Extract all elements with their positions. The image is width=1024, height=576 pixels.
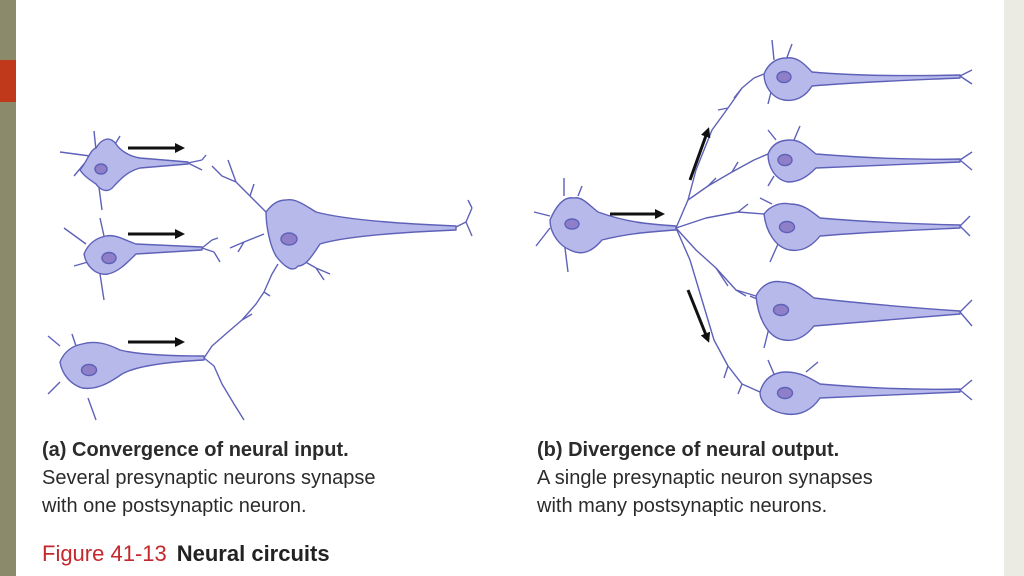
caption-convergence: (a) Convergence of neural input. Several… [42, 436, 482, 520]
figure-label: Figure 41-13 Neural circuits [42, 541, 330, 567]
presynaptic-neuron-2 [63, 217, 221, 301]
caption-divergence-line-1: A single presynaptic neuron synapses [537, 467, 873, 489]
convergence-diagram [47, 130, 473, 421]
divergence-target-neuron-4 [749, 280, 973, 349]
divergence-presynaptic-neuron [533, 178, 677, 273]
divergent-axon-branches [675, 73, 769, 395]
postsynaptic-neuron [211, 159, 473, 281]
arrow-up-right [688, 127, 711, 181]
divergence-target-neuron-3 [759, 197, 971, 263]
left-side-bar [0, 0, 16, 576]
divergence-arrows [610, 127, 711, 343]
figure-number: Figure 41-13 [42, 541, 167, 566]
divergence-target-neuron-1 [763, 39, 973, 105]
convergence-arrows [128, 143, 185, 347]
caption-divergence: (b) Divergence of neural output. A singl… [537, 436, 977, 520]
presynaptic-neuron-3 [47, 263, 279, 421]
neural-circuits-diagram [47, 39, 973, 421]
caption-convergence-line-1: Several presynaptic neurons synapse [42, 467, 376, 489]
caption-convergence-title: (a) Convergence of neural input. [42, 439, 349, 461]
arrow-down-right [686, 289, 711, 343]
caption-divergence-title: (b) Divergence of neural output. [537, 439, 840, 461]
figure-title: Neural circuits [176, 541, 330, 566]
caption-convergence-line-2: with one postsynaptic neuron. [42, 495, 307, 517]
divergence-diagram [533, 39, 973, 416]
presynaptic-neuron-1 [59, 130, 207, 211]
slide-panel: (a) Convergence of neural input. Several… [16, 0, 1004, 576]
divergence-target-neuron-5 [759, 359, 973, 416]
left-accent-marker [0, 60, 17, 102]
caption-divergence-line-2: with many postsynaptic neurons. [537, 495, 828, 517]
divergence-target-neuron-2 [767, 125, 973, 187]
